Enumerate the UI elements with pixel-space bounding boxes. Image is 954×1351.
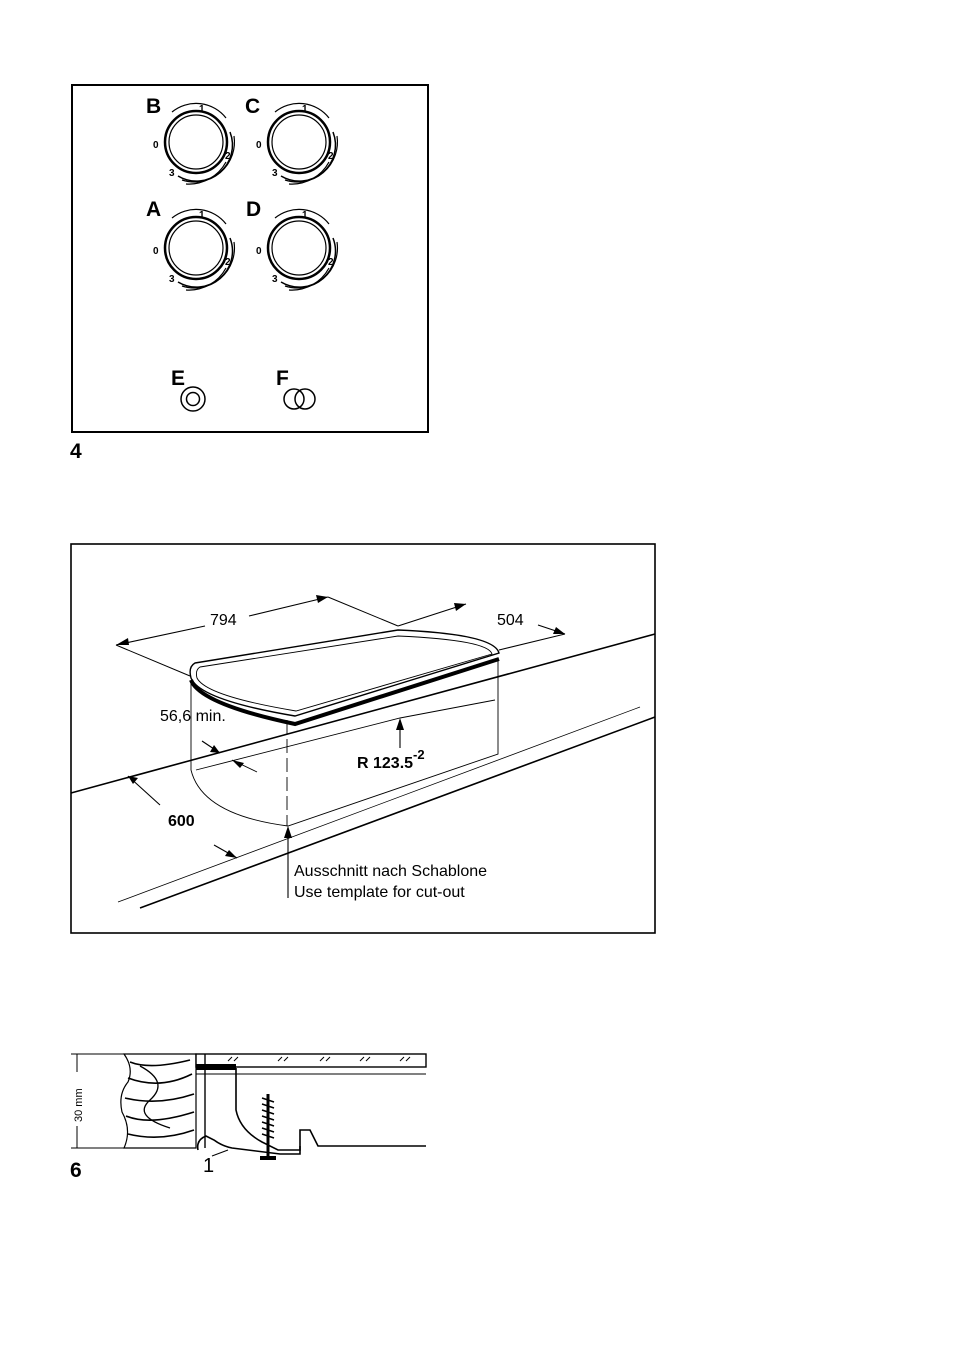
knob-a-letter: A bbox=[146, 198, 161, 221]
figure-5-cutout-diagram: 794 504 56,6 min. 600 R 123.5-2 Ausschni… bbox=[0, 540, 954, 940]
knob-b-setting-1: 1 bbox=[199, 104, 205, 115]
knob-c: C 0 1 2 3 bbox=[245, 95, 337, 184]
knob-a-setting-3: 3 bbox=[169, 274, 175, 285]
caption-german: Ausschnitt nach Schablone bbox=[294, 863, 487, 880]
indicator-f-lamp-right bbox=[295, 389, 315, 409]
extension-line-back bbox=[328, 597, 398, 626]
knob-d-setting-3: 3 bbox=[272, 274, 278, 285]
part-leader bbox=[212, 1150, 228, 1156]
knob-d-setting-0: 0 bbox=[256, 246, 262, 257]
control-panel-frame bbox=[72, 85, 428, 432]
dim-min-arrow-head-2 bbox=[232, 760, 244, 768]
indicator-e-letter: E bbox=[171, 367, 185, 390]
knob-a-setting-2: 2 bbox=[225, 257, 231, 268]
knob-b-dial-inner bbox=[169, 115, 223, 169]
knob-d-setting-1: 1 bbox=[302, 210, 308, 221]
knob-a-dial-inner bbox=[169, 221, 223, 275]
knob-b-setting-3: 3 bbox=[169, 168, 175, 179]
knob-a-setting-1: 1 bbox=[199, 210, 205, 221]
figure-4-control-panel: B 0 1 2 3 C 0 1 2 3 A 0 1 2 3 bbox=[0, 0, 954, 470]
knob-b-setting-0: 0 bbox=[153, 140, 159, 151]
part-1-label: 1 bbox=[203, 1155, 214, 1177]
knob-a-dial bbox=[165, 217, 227, 279]
knob-c-setting-3: 3 bbox=[272, 168, 278, 179]
fixing-screw bbox=[260, 1094, 276, 1160]
knob-b-setting-2: 2 bbox=[225, 151, 231, 162]
caption-english: Use template for cut-out bbox=[294, 884, 465, 901]
figure-6-installation-section: 30 mm 1 bbox=[0, 1040, 954, 1190]
dim-min-arrow-head bbox=[210, 745, 220, 753]
mounting-clip bbox=[198, 1136, 300, 1154]
dim-794-label: 794 bbox=[210, 612, 237, 629]
dim-504-label: 504 bbox=[497, 612, 524, 629]
dim-600-arrow-lower bbox=[225, 850, 237, 858]
radius-label: R 123.5-2 bbox=[357, 747, 425, 772]
thickness-label: 30 mm bbox=[73, 1088, 85, 1122]
knob-d-dial bbox=[268, 217, 330, 279]
knob-c-dial-inner bbox=[272, 115, 326, 169]
knob-d-dial-inner bbox=[272, 221, 326, 275]
dim-600-arrow-upper bbox=[128, 776, 138, 784]
indicator-f-lamp-left bbox=[284, 389, 304, 409]
figure-6-number: 6 bbox=[70, 1160, 82, 1181]
radius-arrow-head bbox=[396, 718, 404, 730]
frame-seal bbox=[196, 1064, 236, 1070]
knob-c-letter: C bbox=[245, 95, 260, 118]
indicator-f-letter: F bbox=[276, 367, 289, 390]
dim-794-arrow-right bbox=[316, 595, 328, 603]
knob-b: B 0 1 2 3 bbox=[146, 95, 234, 184]
mounting-bracket bbox=[236, 1068, 426, 1150]
screw-head bbox=[260, 1156, 276, 1160]
knob-b-letter: B bbox=[146, 95, 161, 118]
knob-b-dial bbox=[165, 111, 227, 173]
knob-c-setting-1: 1 bbox=[302, 104, 308, 115]
dim-794-line-right bbox=[249, 597, 328, 616]
figure-4-number: 4 bbox=[70, 441, 82, 462]
knob-c-setting-0: 0 bbox=[256, 140, 262, 151]
radius-tolerance: -2 bbox=[413, 747, 425, 762]
extension-line-left bbox=[116, 645, 190, 676]
dim-600-label: 600 bbox=[168, 813, 195, 830]
caption-pointer-arrow bbox=[284, 826, 292, 838]
knob-a-setting-0: 0 bbox=[153, 246, 159, 257]
indicator-e-lamp-inner bbox=[187, 393, 200, 406]
knob-d-letter: D bbox=[246, 198, 261, 221]
radius-value: R 123.5 bbox=[357, 755, 413, 772]
extension-line-right bbox=[499, 634, 565, 650]
knob-d: D 0 1 2 3 bbox=[246, 198, 337, 290]
knob-c-dial bbox=[268, 111, 330, 173]
dim-504-arrow-top bbox=[454, 603, 466, 611]
knob-a: A 0 1 2 3 bbox=[146, 198, 234, 290]
dim-794-arrow-left bbox=[116, 638, 129, 645]
indicator-e-lamp-outer bbox=[181, 387, 205, 411]
knob-d-setting-2: 2 bbox=[328, 257, 334, 268]
dim-794-line-left bbox=[116, 626, 205, 645]
dim-min-label: 56,6 min. bbox=[160, 708, 226, 725]
dim-504-arrow-right bbox=[553, 627, 565, 634]
knob-c-setting-2: 2 bbox=[328, 151, 334, 162]
